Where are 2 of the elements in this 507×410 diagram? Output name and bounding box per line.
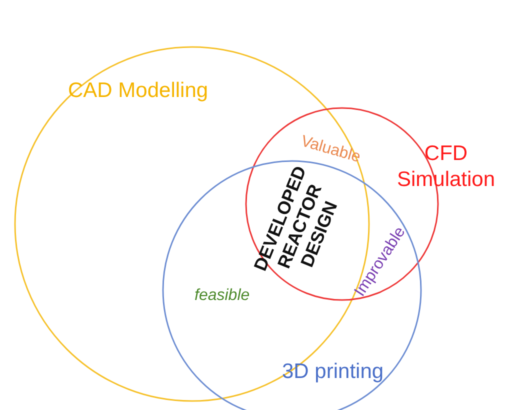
overlap-label: Valuable: [298, 132, 362, 167]
overlap-label: feasible: [194, 287, 250, 305]
